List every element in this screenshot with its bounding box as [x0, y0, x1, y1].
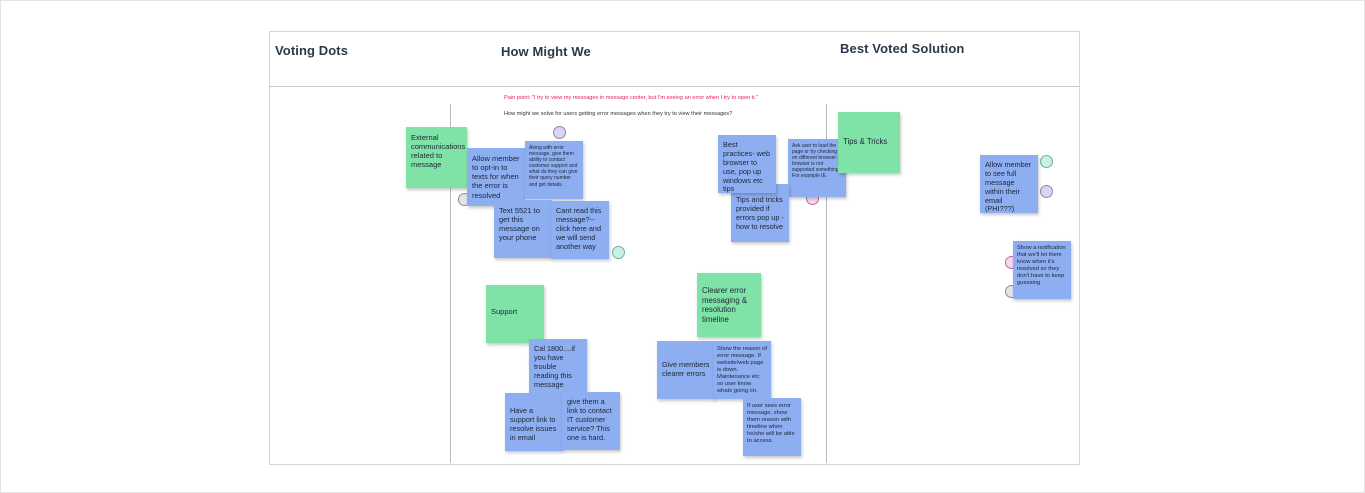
column-title-voting-dots: Voting Dots — [275, 43, 349, 58]
sticky-note-support-link[interactable]: Have a support link to resolve issues in… — [505, 393, 563, 451]
sticky-note-if-user-sees[interactable]: If user sees error message, show them re… — [743, 398, 801, 456]
sticky-note-ask-user-load[interactable]: Ask user to load the page or try checkin… — [788, 139, 846, 197]
sticky-note-call-1800[interactable]: Cal 1800....if you have trouble reading … — [529, 339, 587, 395]
column-title-how-might-we: How Might We — [501, 44, 591, 59]
sticky-note-tips-and-tricks[interactable]: Tips & Tricks — [838, 112, 900, 173]
sticky-note-text-5521[interactable]: Text 5521 to get this message on your ph… — [494, 200, 552, 258]
sticky-note-give-members[interactable]: Give members clearer errors — [657, 341, 715, 399]
sticky-note-cant-read[interactable]: Cant read this message?-- click here and… — [551, 201, 609, 259]
column-divider-2 — [826, 104, 827, 463]
voting-dot[interactable] — [612, 246, 625, 259]
sticky-note-along-with-error[interactable]: Along with error message, give them abil… — [525, 141, 583, 199]
hmw-question-text: How might we solve for users getting err… — [504, 111, 733, 117]
voting-dot[interactable] — [1040, 155, 1053, 168]
sticky-note-best-practices[interactable]: Best practices- web browser to use, pop … — [718, 135, 776, 193]
sticky-note-external-communications[interactable]: External communications related to messa… — [406, 127, 467, 188]
voting-dot[interactable] — [1040, 185, 1053, 198]
sticky-note-give-link[interactable]: give them a link to contact IT customer … — [562, 392, 620, 450]
sticky-note-support[interactable]: Support — [486, 285, 544, 343]
sticky-note-tips-provided[interactable]: Tips and tricks provided if errors pop u… — [731, 184, 789, 242]
column-title-best-voted-solution: Best Voted Solution — [840, 41, 965, 56]
sticky-note-show-reason[interactable]: Show the reason of error message. If web… — [713, 341, 771, 399]
column-divider-1 — [450, 104, 451, 463]
sticky-note-allow-full-message[interactable]: Allow member to see full message within … — [980, 155, 1038, 213]
voting-dot[interactable] — [553, 126, 566, 139]
header-divider — [269, 86, 1079, 87]
sticky-note-show-notification[interactable]: Show a notification that we'll let them … — [1013, 241, 1071, 299]
pain-point-text: Pain point: "I try to view my messages i… — [504, 95, 759, 101]
sticky-note-clearer-error[interactable]: Clearer error messaging & resolution tim… — [697, 273, 761, 337]
sticky-note-allow-opt-in[interactable]: Allow member to opt-in to texts for when… — [467, 148, 525, 206]
